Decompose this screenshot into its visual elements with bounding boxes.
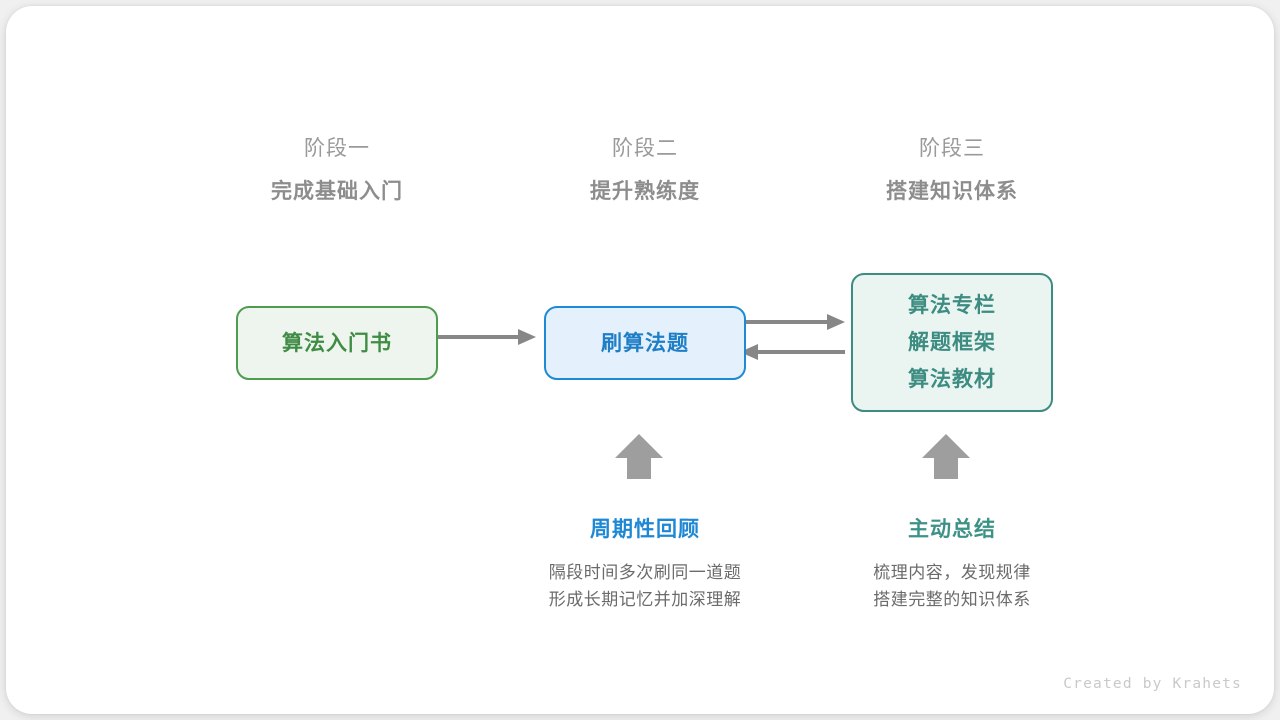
stage-header-3: 阶段三 搭建知识体系 — [822, 134, 1082, 208]
stage-index-label: 阶段一 — [304, 137, 370, 160]
stage-header-1: 阶段一 完成基础入门 — [207, 134, 467, 208]
arrow-review-up — [615, 434, 663, 479]
node-line: 算法专栏 — [908, 294, 996, 317]
annotation-desc-line: 形成长期记忆并加深理解 — [548, 590, 742, 609]
stage-title-label: 完成基础入门 — [271, 180, 403, 203]
stage-header-2: 阶段二 提升熟练度 — [515, 134, 775, 208]
arrow-practice-to-knowledge — [740, 314, 845, 330]
node-line: 解题框架 — [908, 331, 996, 354]
node-algorithm-intro-book[interactable]: 算法入门书 — [236, 306, 438, 380]
node-line: 算法教材 — [908, 368, 996, 391]
stage-title-label: 搭建知识体系 — [886, 180, 1018, 203]
node-knowledge-resources[interactable]: 算法专栏 解题框架 算法教材 — [851, 273, 1053, 412]
annotation-title: 周期性回顾 — [590, 518, 700, 541]
annotation-description: 隔段时间多次刷同一道题 形成长期记忆并加深理解 — [495, 559, 795, 613]
arrow-book-to-practice — [432, 329, 536, 345]
annotation-periodic-review: 周期性回顾 隔段时间多次刷同一道题 形成长期记忆并加深理解 — [495, 515, 795, 613]
annotation-desc-line: 隔段时间多次刷同一道题 — [548, 563, 742, 582]
stage-title-label: 提升熟练度 — [590, 180, 700, 203]
node-practice-problems[interactable]: 刷算法题 — [544, 306, 746, 380]
annotation-desc-line: 梳理内容，发现规律 — [873, 563, 1031, 582]
annotation-desc-line: 搭建完整的知识体系 — [873, 590, 1031, 609]
diagram-canvas: 阶段一 完成基础入门 阶段二 提升熟练度 阶段三 搭建知识体系 — [6, 6, 1274, 714]
slide-card: 阶段一 完成基础入门 阶段二 提升熟练度 阶段三 搭建知识体系 — [6, 6, 1274, 714]
annotation-description: 梳理内容，发现规律 搭建完整的知识体系 — [802, 559, 1102, 613]
stage-index-label: 阶段二 — [612, 137, 678, 160]
arrow-knowledge-to-practice — [740, 344, 845, 360]
annotation-title: 主动总结 — [908, 518, 996, 541]
annotation-active-summary: 主动总结 梳理内容，发现规律 搭建完整的知识体系 — [802, 515, 1102, 613]
node-line: 算法入门书 — [282, 331, 392, 355]
node-line: 刷算法题 — [601, 331, 689, 355]
stage-index-label: 阶段三 — [919, 137, 985, 160]
arrow-summary-up — [922, 434, 970, 479]
watermark-credit: Created by Krahets — [1063, 676, 1242, 692]
